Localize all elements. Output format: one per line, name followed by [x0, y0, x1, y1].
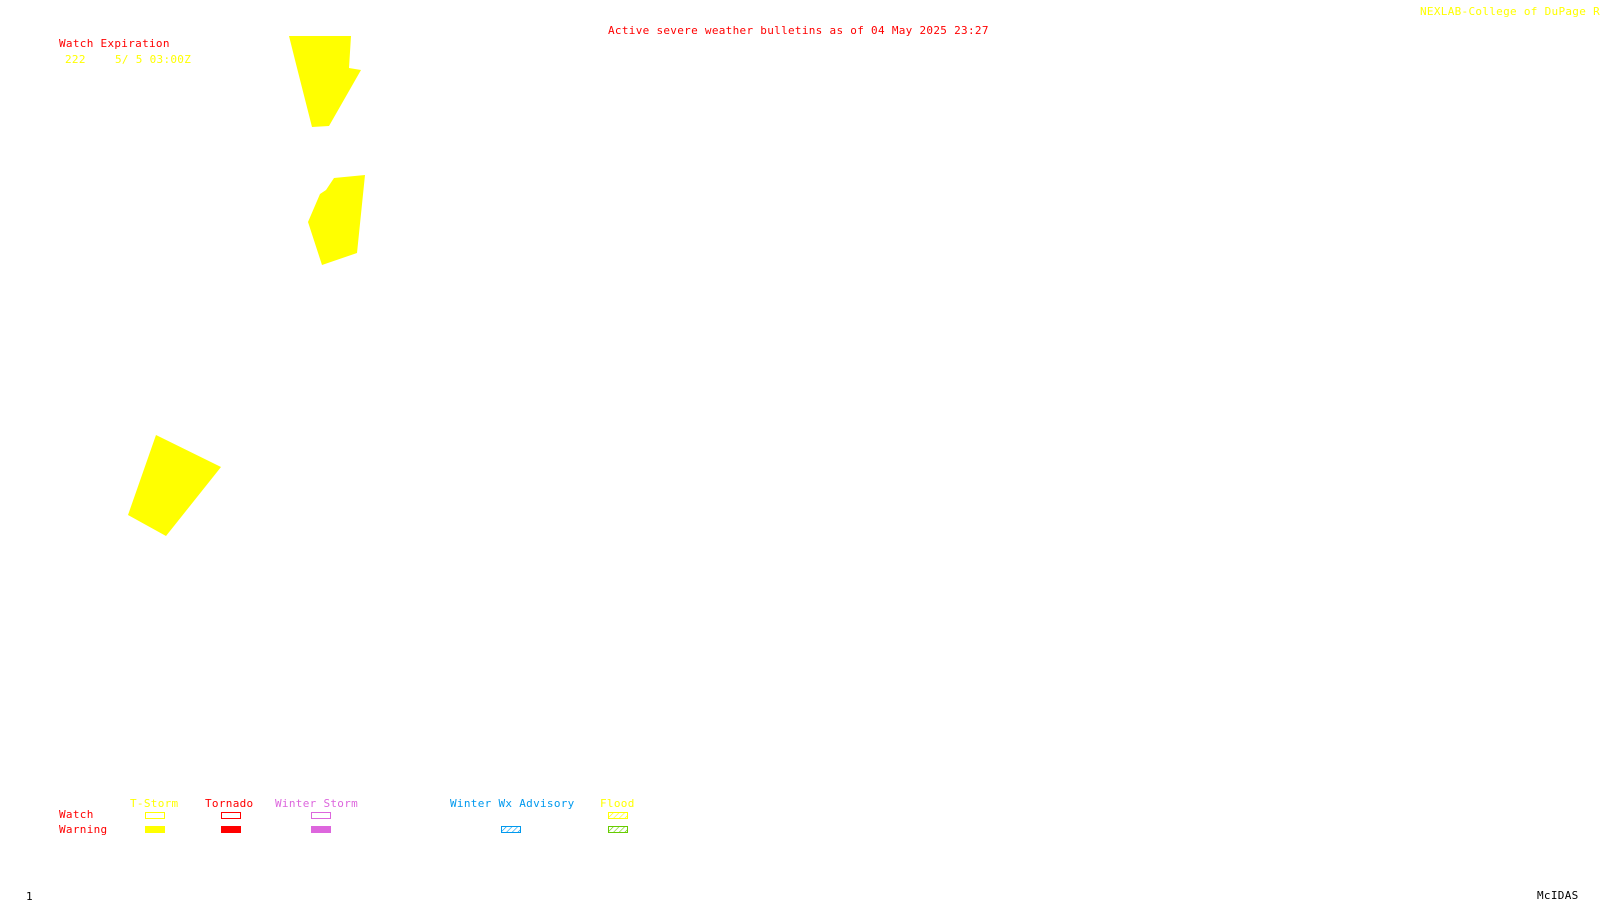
watch-expiry-time: 5/ 5 03:00Z: [115, 53, 192, 66]
watch-number: 222: [65, 53, 86, 66]
bulletin-title: Active severe weather bulletins as of 04…: [608, 24, 989, 37]
legend-tstorm-watch-swatch: [145, 812, 165, 819]
legend-tstorm-warning-swatch: [145, 826, 165, 833]
legend-winter-storm-watch-swatch: [311, 812, 331, 819]
legend-tornado-warning-swatch: [221, 826, 241, 833]
frame-number: 1: [26, 890, 33, 903]
legend-winter-storm-label: Winter Storm: [275, 797, 359, 810]
warning-polygon-2[interactable]: [308, 175, 365, 265]
legend-winter-storm-warning-swatch: [311, 826, 331, 833]
legend-tstorm-label: T-Storm: [130, 797, 179, 810]
legend-winter-wx-advisory-label: Winter Wx Advisory: [450, 797, 575, 810]
legend-tornado-label: Tornado: [205, 797, 254, 810]
legend-flood-label: Flood: [600, 797, 635, 810]
software-label: McIDAS: [1537, 889, 1579, 902]
warning-polygon-1[interactable]: [289, 36, 361, 127]
legend-flood-warning-swatch: [608, 826, 628, 833]
legend-row-watch: Watch: [59, 808, 94, 821]
legend-row-warning: Warning: [59, 823, 108, 836]
legend-tornado-watch-swatch: [221, 812, 241, 819]
warning-polygon-3[interactable]: [128, 435, 221, 536]
legend-flood-watch-swatch: [608, 812, 628, 819]
source-credit: NEXLAB-College of DuPage R: [1420, 5, 1600, 18]
watch-expiration-heading: Watch Expiration: [59, 37, 170, 50]
legend-winter-wx-advisory-warning-swatch: [501, 826, 521, 833]
